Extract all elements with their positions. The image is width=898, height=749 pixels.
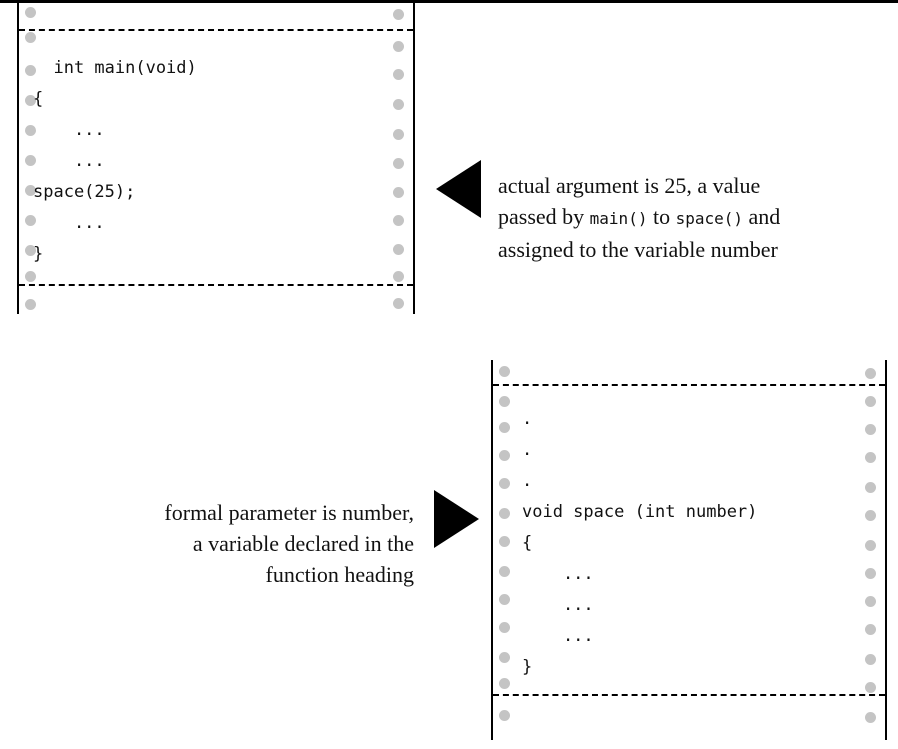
sprocket-hole xyxy=(393,99,404,110)
code-line: { xyxy=(33,89,44,109)
function-name: main() xyxy=(589,209,648,228)
sprocket-hole xyxy=(499,622,510,633)
sprocket-hole xyxy=(499,366,510,377)
sprocket-hole xyxy=(393,41,404,52)
note-text: and xyxy=(743,204,781,229)
sprocket-hole xyxy=(393,158,404,169)
caller-code-sheet: int main(void) { ... ... space(25); ...} xyxy=(17,3,415,314)
sprocket-holes-right xyxy=(865,360,879,740)
sprocket-hole xyxy=(25,185,36,196)
top-rule xyxy=(0,0,898,3)
sprocket-hole xyxy=(499,652,510,663)
right-pointer-arrow-icon xyxy=(434,490,479,548)
sprocket-holes-right xyxy=(393,3,407,314)
sprocket-hole xyxy=(865,654,876,665)
perforation-top xyxy=(19,29,413,31)
sprocket-hole xyxy=(499,566,510,577)
sprocket-hole xyxy=(865,452,876,463)
sprocket-hole xyxy=(393,244,404,255)
code-line: ... xyxy=(522,626,594,646)
note-line: passed by main() to space() and xyxy=(498,201,898,234)
perforation-bottom xyxy=(19,284,413,286)
sprocket-hole xyxy=(393,129,404,140)
sprocket-hole xyxy=(393,298,404,309)
code-line: space(25); xyxy=(33,182,136,202)
sprocket-hole xyxy=(25,32,36,43)
sprocket-hole xyxy=(865,424,876,435)
code-line: ... xyxy=(522,595,594,615)
actual-argument-note: actual argument is 25, a value passed by… xyxy=(498,170,898,265)
left-pointer-arrow-icon xyxy=(436,160,481,218)
sprocket-hole xyxy=(25,125,36,136)
sprocket-hole xyxy=(865,682,876,693)
sprocket-hole xyxy=(499,450,510,461)
sprocket-hole xyxy=(393,215,404,226)
sprocket-hole xyxy=(25,7,36,18)
note-line: formal parameter is number, xyxy=(164,500,414,525)
perforation-top xyxy=(493,384,885,386)
sprocket-hole xyxy=(25,215,36,226)
sprocket-hole xyxy=(865,482,876,493)
sprocket-holes-left xyxy=(25,3,39,314)
sprocket-hole xyxy=(393,187,404,198)
code-line: . xyxy=(522,409,533,429)
sprocket-hole xyxy=(499,478,510,489)
code-line: int main(void) xyxy=(33,58,197,78)
note-line: assigned to the variable number xyxy=(498,237,778,262)
sprocket-holes-left xyxy=(499,360,513,740)
code-line: ... xyxy=(33,120,105,140)
sprocket-hole xyxy=(865,510,876,521)
sprocket-hole xyxy=(499,594,510,605)
note-text: passed by xyxy=(498,204,590,229)
sprocket-hole xyxy=(499,710,510,721)
sprocket-hole xyxy=(499,508,510,519)
code-line: . xyxy=(522,471,533,491)
sprocket-hole xyxy=(865,624,876,635)
code-line: { xyxy=(522,533,533,553)
code-line: ... xyxy=(33,213,105,233)
callee-code-sheet: ... void space (int number) { ... ... ...} xyxy=(491,360,887,740)
perforation-bottom xyxy=(493,694,885,696)
code-line: void space (int number) xyxy=(522,502,758,522)
callee-code-block: ... void space (int number) { ... ... ...} xyxy=(522,404,757,683)
sprocket-hole xyxy=(25,271,36,282)
sprocket-hole xyxy=(865,596,876,607)
code-line: } xyxy=(33,244,44,264)
function-name: space() xyxy=(675,209,744,228)
formal-parameter-note: formal parameter is number, a variable d… xyxy=(20,497,414,590)
sprocket-hole xyxy=(393,271,404,282)
sprocket-hole xyxy=(393,69,404,80)
sprocket-hole xyxy=(865,368,876,379)
code-line: . xyxy=(522,440,533,460)
sprocket-hole xyxy=(499,536,510,547)
code-line: ... xyxy=(522,564,594,584)
sprocket-hole xyxy=(499,678,510,689)
sprocket-hole xyxy=(25,95,36,106)
code-line: } xyxy=(522,657,533,677)
sprocket-hole xyxy=(865,568,876,579)
sprocket-hole xyxy=(25,299,36,310)
sprocket-hole xyxy=(25,155,36,166)
sprocket-hole xyxy=(865,396,876,407)
note-line: function heading xyxy=(265,562,414,587)
sprocket-hole xyxy=(865,540,876,551)
note-line: actual argument is 25, a value xyxy=(498,173,761,198)
sprocket-hole xyxy=(865,712,876,723)
sprocket-hole xyxy=(393,9,404,20)
note-line: a variable declared in the xyxy=(192,531,414,556)
note-text: to xyxy=(647,204,676,229)
code-line: ... xyxy=(33,151,105,171)
sprocket-hole xyxy=(499,422,510,433)
sprocket-hole xyxy=(499,396,510,407)
caller-code-block: int main(void) { ... ... space(25); ...} xyxy=(33,53,197,270)
sprocket-hole xyxy=(25,65,36,76)
sprocket-hole xyxy=(25,245,36,256)
